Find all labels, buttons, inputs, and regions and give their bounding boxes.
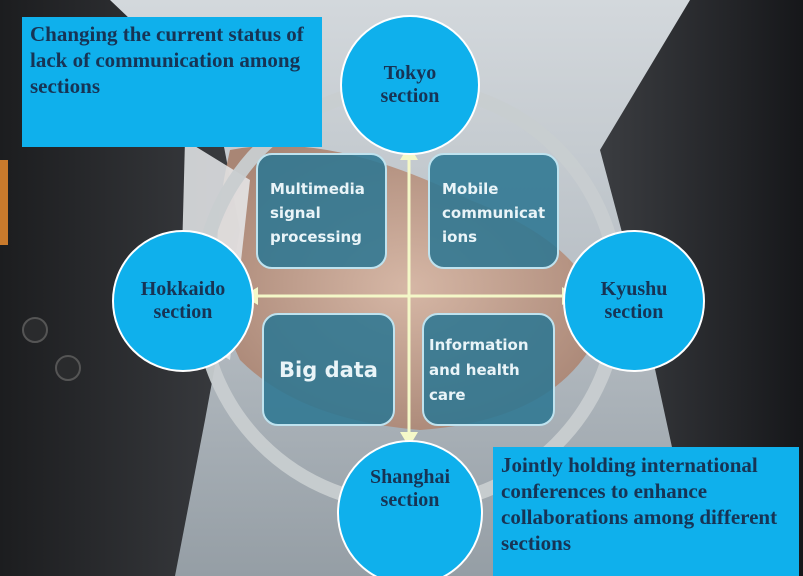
topic-line: and health <box>429 361 520 379</box>
callout-conference-goal: Jointly holding international conference… <box>493 447 799 576</box>
topic-label: Big data <box>279 357 378 382</box>
topic-line: processing <box>270 228 362 246</box>
topic-line: ions <box>442 228 478 246</box>
topic-multimedia-signal-processing: Multimedia signal processing <box>256 153 387 269</box>
node-line: Shanghai <box>369 466 451 488</box>
orange-edge-strip <box>0 160 8 245</box>
node-shanghai-section: Shanghai section <box>337 440 483 576</box>
topic-mobile-communications: Mobile communicat ions <box>428 153 559 269</box>
sleeve-button-2 <box>55 355 81 381</box>
topic-line: Information <box>429 336 529 354</box>
node-line: Kyushu <box>600 278 668 300</box>
callout-communication-goal: Changing the current status of lack of c… <box>22 17 322 147</box>
node-kyushu-section: Kyushu section <box>563 230 705 372</box>
node-tokyo-section: Tokyo section <box>340 15 480 155</box>
node-hokkaido-section: Hokkaido section <box>112 230 254 372</box>
arrow-head-down <box>400 432 418 447</box>
topic-information-health-care: Information and health care <box>422 313 555 426</box>
node-line: section <box>153 301 213 323</box>
node-line: Hokkaido <box>140 278 226 300</box>
topic-line: Mobile <box>442 180 499 198</box>
node-line: section <box>380 489 440 511</box>
cross-arrows <box>258 160 562 432</box>
topic-line: Multimedia <box>270 180 365 198</box>
topic-line: signal <box>270 204 321 222</box>
node-line: Tokyo <box>383 62 437 84</box>
node-line: section <box>380 85 440 107</box>
topic-line: care <box>429 386 466 404</box>
topic-big-data: Big data <box>262 313 395 426</box>
node-line: section <box>604 301 664 323</box>
topic-line: communicat <box>442 204 546 222</box>
sleeve-button-1 <box>22 317 48 343</box>
